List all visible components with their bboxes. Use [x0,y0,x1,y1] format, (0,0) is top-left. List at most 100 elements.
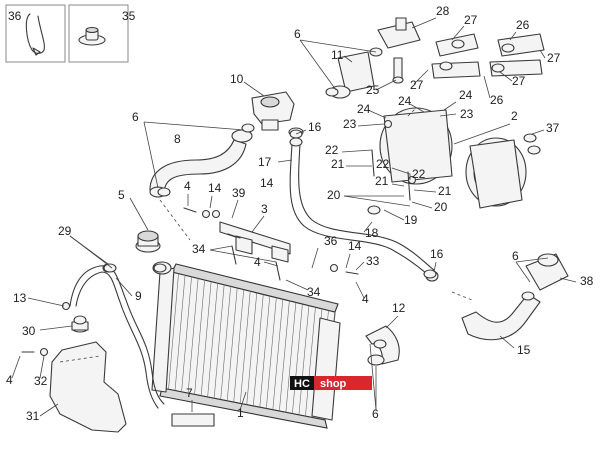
leader-line [357,123,385,127]
callout-l31: 31 [26,409,40,423]
callout-l16a: 16 [308,120,322,134]
callout-l26b: 26 [490,93,504,107]
callout-l6a: 6 [294,27,301,41]
callout-l20a: 20 [327,188,341,202]
leader-line [39,355,45,379]
leader-line [355,281,365,299]
callout-l21a: 21 [331,157,345,171]
callout-l36a: 36 [8,9,22,23]
leader-line [375,79,397,91]
leader-line [345,253,351,269]
hose-clamp [373,339,387,349]
callout-l38: 38 [580,274,594,288]
assembly-guide-line [159,199,191,241]
leader-line [311,247,319,269]
expansion-tank [49,321,127,433]
washer [201,209,211,219]
callout-l9: 9 [135,289,142,303]
hose-clamp [501,43,515,53]
callout-l12: 12 [392,301,406,315]
callout-l24c: 24 [459,88,473,102]
watermark-brand: HC [294,378,310,390]
callout-l27d: 27 [512,74,526,88]
hose-clamp [523,133,537,143]
washer [329,263,339,273]
hose-clamp [325,87,339,97]
leader-line [231,199,239,219]
callout-l27a: 27 [464,13,478,27]
callout-l22c: 22 [412,167,426,181]
callout-l1: 1 [237,406,244,420]
hose-clamp [157,187,171,197]
leader-line [343,195,411,207]
leader-lines [11,17,577,417]
callout-l13: 13 [13,291,27,305]
leader-line [443,101,457,111]
leader-line [143,121,245,131]
leader-line [363,221,373,233]
leader-line [411,17,437,29]
callout-l6b: 6 [132,110,139,124]
leader-line [483,75,491,99]
callout-l28: 28 [436,4,450,18]
inset-box-36 [5,4,66,63]
callout-l6c: 6 [512,249,519,263]
callout-l14c: 14 [348,239,362,253]
leader-line [251,215,265,233]
leader-line [39,325,73,331]
leader-line [355,261,365,271]
leader-line [263,261,279,267]
hose-clamp [521,291,535,301]
leader-line [539,49,546,59]
callout-l15: 15 [517,343,531,357]
hose-clamp [527,145,541,155]
leader-line [285,279,309,291]
callout-l4a: 4 [184,179,191,193]
bolt [227,233,241,239]
leader-line [129,197,149,231]
leader-line [515,261,531,283]
radiator-fin [200,281,212,396]
radiator-fin [213,284,225,399]
leader-line [409,103,425,113]
hose-clamp [153,263,167,273]
radiator-fin [239,291,251,404]
callout-l17: 17 [258,155,272,169]
callout-l36b: 36 [324,234,338,248]
radiator-fin [181,276,192,392]
leader-line [515,257,549,263]
leader-line [499,71,513,82]
callout-l37: 37 [546,121,560,135]
washer [383,119,393,129]
callout-l2: 2 [511,109,518,123]
bolt [371,149,375,177]
inset-box-35 [68,4,129,63]
radiator-fin [233,289,245,403]
washer [39,347,49,357]
callout-l7: 7 [186,386,193,400]
leader-line [239,391,247,411]
radiator-fin [259,295,271,408]
leader-line [385,315,399,329]
bolt [407,171,411,201]
radiator-fin [246,292,258,405]
hose-clamp [491,63,505,73]
leader-line [369,343,377,411]
callout-l26a: 26 [516,18,530,32]
callout-l25: 25 [366,83,380,97]
leader-line [451,25,465,41]
callout-l22b: 22 [376,157,390,171]
radiator-fin [272,299,284,410]
leader-line [143,121,159,189]
leader-line [277,159,293,163]
leader-line [367,109,387,119]
leader-line [243,81,265,97]
leader-line [509,31,517,41]
callout-l34a: 34 [192,242,206,256]
hose-clamp [241,123,255,133]
callout-l22a: 22 [325,143,339,157]
leader-line [413,69,429,85]
leader-line [499,335,515,349]
